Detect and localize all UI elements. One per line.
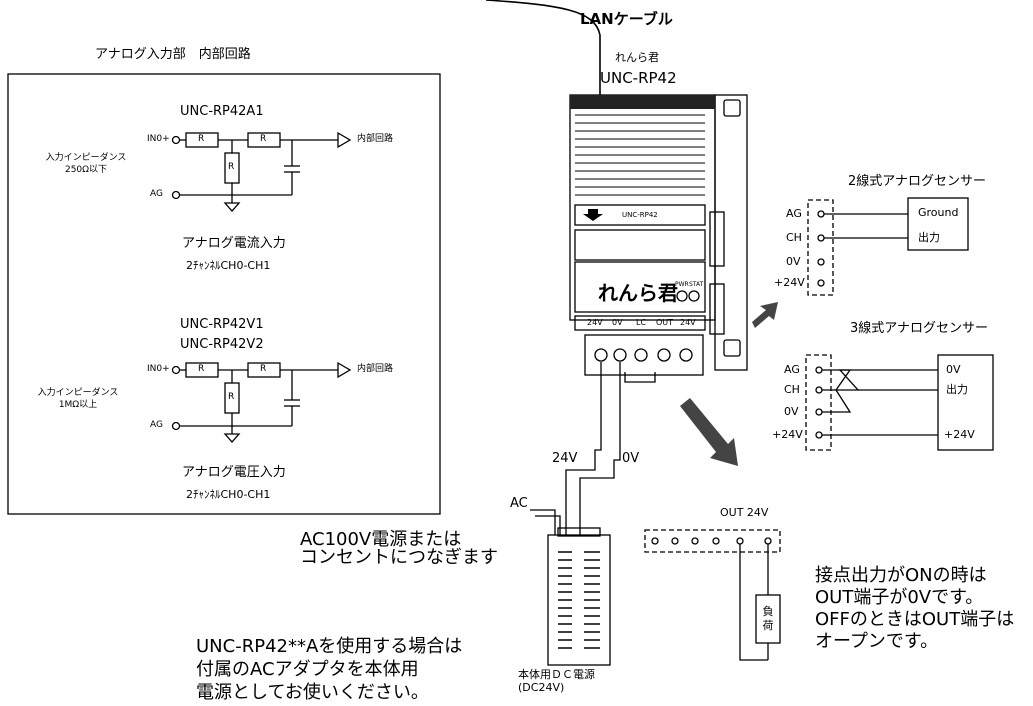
current-circuit bbox=[171, 131, 352, 212]
current-input-label: IN0+ bbox=[147, 134, 170, 144]
sensor3-terminal-0v: 0V bbox=[784, 405, 799, 418]
device-model: UNC-RP42 bbox=[600, 69, 677, 87]
terminal-label-0v: 0V bbox=[612, 318, 623, 327]
current-output-label: 内部回路 bbox=[357, 134, 394, 144]
sensor3-terminal-ag: AG bbox=[784, 363, 800, 376]
sensor2-terminal-ch: CH bbox=[786, 231, 802, 244]
sensor2-terminal-24v: +24V bbox=[774, 276, 805, 289]
internal-circuit-title: アナログ入力部 内部回路 bbox=[95, 47, 251, 62]
current-model: UNC-RP42A1 bbox=[180, 104, 264, 119]
load-wire-out bbox=[739, 544, 768, 661]
voltage-impedance: 入力インピーダンス 1MΩ以上 bbox=[37, 388, 119, 410]
terminal-label-24v: 24V bbox=[587, 318, 603, 327]
terminal-label-24v-2: 24V bbox=[680, 318, 696, 327]
adapter-label: 本体用ＤＣ電源 (DC24V) bbox=[518, 668, 595, 694]
sensor2-box-ground: Ground bbox=[918, 206, 959, 219]
voltage-input-label: IN0+ bbox=[147, 364, 170, 374]
wire-0v bbox=[579, 362, 621, 535]
device-vent-slots bbox=[575, 114, 705, 196]
sensor3-terminal-strip bbox=[805, 354, 832, 451]
current-caption-1: アナログ電流入力 bbox=[182, 236, 286, 251]
sensor3-terminal-ch: CH bbox=[784, 383, 800, 396]
current-resistor-1: R bbox=[198, 134, 205, 144]
current-resistor-2: R bbox=[260, 134, 267, 144]
current-caption-2: 2ﾁｬﾝﾈﾙCH0-CH1 bbox=[186, 259, 271, 272]
terminal-label-out: OUT bbox=[656, 318, 674, 327]
sensor3-box-0v: 0V bbox=[946, 363, 961, 376]
voltage-resistor-2: R bbox=[260, 364, 267, 374]
adapter-slots bbox=[558, 551, 600, 649]
current-resistor-3: R bbox=[228, 162, 235, 172]
device-name: れんら君 bbox=[615, 51, 659, 64]
wire-0v-label: 0V bbox=[622, 451, 640, 466]
device-body bbox=[569, 94, 748, 383]
sensor3-box-24v: +24V bbox=[944, 428, 975, 441]
dc-adapter bbox=[547, 534, 611, 666]
sensor2-title: 2線式アナログセンサー bbox=[848, 174, 987, 189]
device-arrow bbox=[583, 209, 603, 221]
voltage-circuit bbox=[171, 361, 352, 443]
ac-wire bbox=[530, 509, 556, 535]
load-label: 負 荷 bbox=[762, 605, 774, 632]
voltage-resistor-1: R bbox=[198, 364, 205, 374]
circuit-frame bbox=[7, 73, 441, 515]
output-note: 接点出力がONの時は OUT端子が0Vです。 OFFのときはOUT端子は オープ… bbox=[815, 565, 1015, 652]
arrow-to-output bbox=[680, 398, 738, 466]
voltage-caption-1: アナログ電圧入力 bbox=[182, 465, 286, 480]
sensor2-terminal-ag: AG bbox=[786, 207, 802, 220]
arrow-to-sensors bbox=[752, 302, 778, 328]
device-led-stat: STAT bbox=[689, 281, 704, 288]
sensor3-box bbox=[937, 354, 994, 451]
usage-note: UNC-RP42**Aを使用する場合は 付属のACアダプタを本体用 電源としてお… bbox=[196, 636, 463, 703]
sensor3-title: 3線式アナログセンサー bbox=[850, 321, 989, 336]
voltage-ground-label: AG bbox=[150, 420, 163, 430]
voltage-caption-2: 2ﾁｬﾝﾈﾙCH0-CH1 bbox=[186, 488, 271, 501]
sensor2-box-output: 出力 bbox=[918, 231, 940, 244]
lan-cable-label: LANケーブル bbox=[580, 10, 673, 28]
device-top-strip bbox=[570, 95, 715, 109]
sensor2-terminal-0v: 0V bbox=[786, 255, 801, 268]
output-terminal-strip bbox=[644, 529, 781, 553]
terminal-label-lc: LC bbox=[636, 318, 647, 327]
voltage-model-2: UNC-RP42V2 bbox=[180, 337, 264, 352]
output-label: OUT 24V bbox=[720, 506, 769, 519]
device-front-model: UNC-RP42 bbox=[622, 211, 658, 219]
voltage-model-1: UNC-RP42V1 bbox=[180, 317, 264, 332]
device-brand: れんら君 bbox=[598, 281, 678, 305]
ac-note: AC100V電源または コンセントにつなぎます bbox=[300, 529, 498, 568]
voltage-resistor-3: R bbox=[228, 392, 235, 402]
sensor3-box-output: 出力 bbox=[946, 383, 968, 396]
voltage-output-label: 内部回路 bbox=[357, 364, 394, 374]
sensor2-terminal-strip bbox=[807, 199, 834, 296]
sensor2-box bbox=[907, 197, 969, 251]
lan-cable bbox=[485, 0, 601, 95]
device-led-pwr: PWR bbox=[675, 281, 689, 288]
wire-24v-label: 24V bbox=[552, 451, 578, 466]
ac-label: AC bbox=[510, 496, 528, 511]
current-impedance: 入力インピーダンス 250Ω以下 bbox=[45, 153, 127, 175]
wire-24v bbox=[565, 362, 602, 535]
current-ground-label: AG bbox=[150, 189, 163, 199]
sensor3-terminal-24v: +24V bbox=[772, 428, 803, 441]
